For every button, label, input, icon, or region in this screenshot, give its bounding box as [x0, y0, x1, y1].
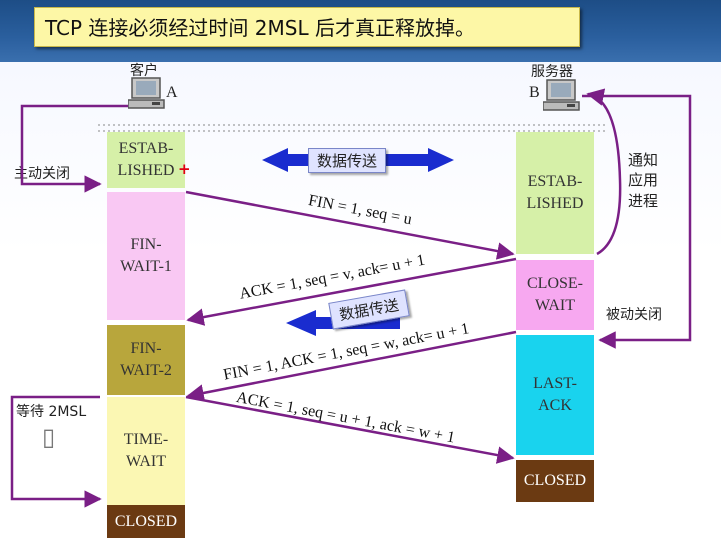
server-label: 服务器	[531, 64, 573, 80]
ack1-arrow	[186, 257, 517, 326]
server-state-closed: CLOSED	[516, 460, 594, 502]
server-computer-icon	[543, 79, 580, 111]
client-state-closed: CLOSED	[107, 505, 185, 538]
server-letter: B	[529, 84, 540, 101]
notify-app-label: 通知 应用 进程	[628, 151, 659, 210]
ack2-arrow	[185, 395, 515, 464]
server-state-close-wait: CLOSE- WAIT	[516, 260, 594, 330]
timer-icon: ▯	[42, 423, 56, 451]
data-transfer-label-1: 数据传送	[308, 148, 387, 173]
title-band: TCP 连接必须经过时间 2MSL 后才真正释放掉。	[0, 0, 721, 62]
client-state-time-wait: TIME- WAIT	[107, 397, 185, 505]
wait-2msl-label: 等待 2MSL	[16, 404, 87, 420]
client-letter: A	[166, 84, 178, 101]
client-state-fin-wait-1: FIN- WAIT-1	[107, 192, 185, 320]
passive-close-loop	[582, 94, 692, 349]
fin2-arrow	[186, 330, 517, 402]
client-state-established: ESTAB- LISHED	[107, 132, 185, 188]
server-state-established: ESTAB- LISHED	[516, 132, 594, 254]
passive-close-label: 被动关闭	[606, 307, 662, 323]
client-computer-icon	[128, 77, 165, 109]
server-state-last-ack: LAST- ACK	[516, 335, 594, 455]
notify-app-loop	[586, 88, 622, 256]
active-close-label: 主动关闭	[14, 166, 70, 182]
plus-mark: +	[178, 160, 191, 178]
wait-2msl-loop	[10, 395, 102, 508]
client-label: 客户	[130, 63, 158, 79]
page-title: TCP 连接必须经过时间 2MSL 后才真正释放掉。	[34, 7, 580, 47]
fin1-arrow	[185, 190, 515, 260]
active-close-loop	[20, 104, 128, 193]
client-state-fin-wait-2: FIN- WAIT-2	[107, 325, 185, 395]
